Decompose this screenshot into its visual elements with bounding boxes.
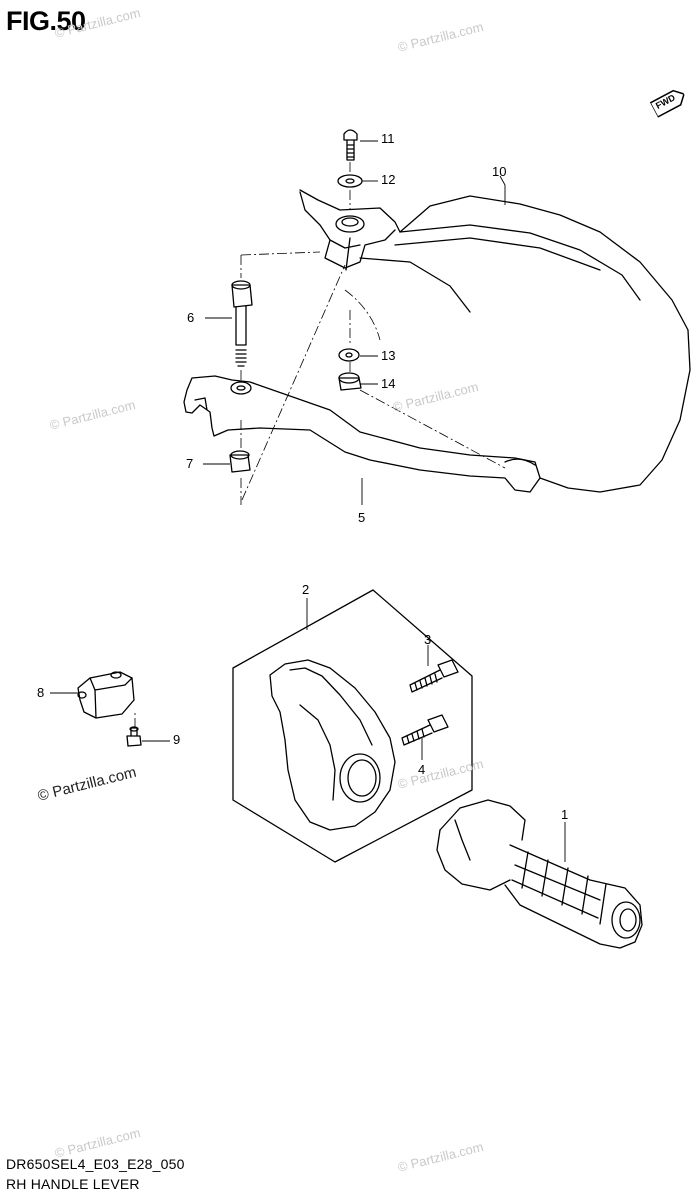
callout-13: 13 — [381, 348, 396, 363]
screw-9 — [126, 726, 142, 747]
leader-lines — [50, 140, 566, 862]
callout-12: 12 — [381, 172, 396, 187]
alignment-lines — [134, 162, 506, 728]
model-code: DR650SEL4_E03_E28_050 — [6, 1156, 185, 1172]
callout-1: 1 — [561, 807, 569, 822]
callout-11: 11 — [381, 131, 395, 146]
lever-5 — [183, 375, 541, 493]
brake-switch-8 — [77, 671, 135, 719]
bolt-6 — [231, 280, 253, 367]
callout-6: 6 — [187, 310, 195, 325]
hand-guard — [299, 189, 691, 493]
screw-4 — [401, 714, 449, 746]
throttle-grip-1 — [436, 799, 643, 949]
figure-title: FIG.50 — [6, 6, 86, 36]
forward-arrow-icon: FWD — [649, 85, 688, 119]
callout-5: 5 — [358, 510, 366, 525]
callout-14: 14 — [381, 376, 396, 391]
perch-box-outline — [232, 589, 473, 863]
callout-2: 2 — [302, 582, 310, 597]
throttle-housing — [269, 659, 396, 831]
callout-4: 4 — [418, 762, 426, 777]
callout-9: 9 — [173, 732, 181, 747]
callout-7: 7 — [186, 456, 194, 471]
callout-8: 8 — [37, 685, 45, 700]
screw-3 — [409, 659, 459, 693]
callout-3: 3 — [424, 632, 432, 647]
callout-10: 10 — [492, 164, 507, 179]
screw-11 — [343, 129, 358, 161]
figure-name: RH HANDLE LEVER — [6, 1176, 140, 1192]
